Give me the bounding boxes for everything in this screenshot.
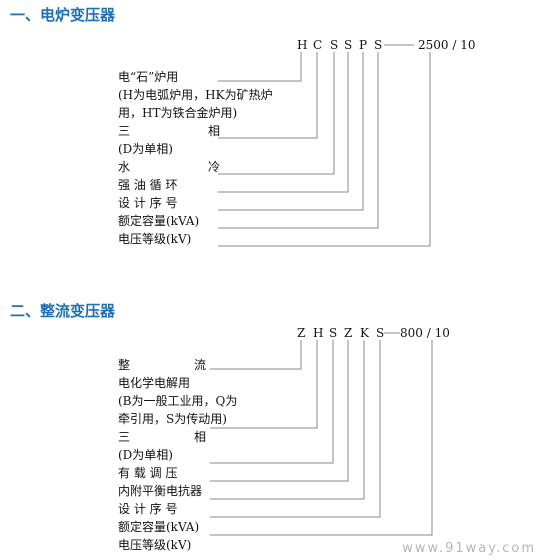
desc-item: 水冷 [118, 158, 220, 176]
connector-line [210, 340, 302, 370]
desc-item-left: 水 [118, 160, 131, 174]
desc-item-right: 流 [193, 358, 206, 372]
code-letter: S [330, 38, 339, 52]
desc-item: 用，HT为铁合金炉用) [118, 106, 238, 120]
desc-item-left: 三 [118, 124, 131, 138]
code-letter: S [329, 326, 338, 340]
desc-item: 三相 [118, 122, 220, 140]
desc-item-left: 三 [118, 430, 131, 444]
desc-item: 三相 [118, 428, 206, 446]
code-letter: P [359, 38, 368, 52]
watermark: www.91way.com [402, 541, 536, 556]
desc-item: 额定容量(kVA) [118, 214, 200, 228]
connector-line [218, 52, 302, 82]
desc-item: 有 载 调 压 [118, 466, 178, 480]
connector-line [210, 340, 365, 500]
code-letter: C [313, 38, 323, 52]
model-rating: 2500 / 10 [418, 38, 476, 52]
desc-item-right: 相 [193, 430, 206, 444]
desc-item: 设 计 序 号 [118, 196, 178, 210]
section2-title: 二、整流变压器 [10, 302, 116, 320]
connector-line [218, 52, 364, 211]
desc-item: 额定容量(kVA) [118, 520, 200, 534]
code-letter: H [297, 38, 308, 52]
connector-line [218, 52, 349, 193]
connector-line [210, 340, 334, 464]
desc-item-left: 整 [118, 358, 131, 372]
desc-item: 设 计 序 号 [118, 502, 178, 516]
code-letter: H [313, 326, 324, 340]
connector-line [218, 52, 379, 229]
desc-item: (D为单相) [118, 448, 173, 462]
connector-line [210, 340, 381, 518]
desc-item: 电化学电解用 [118, 376, 191, 390]
desc-item: (D为单相) [118, 142, 173, 156]
connector-line [210, 340, 318, 429]
code-letter: K [360, 326, 369, 340]
desc-item: 电压等级(kV) [118, 538, 192, 552]
model-rating: 800 / 10 [400, 326, 450, 340]
connector-line [218, 52, 431, 247]
connector-line [218, 52, 335, 175]
desc-item: 整流 [118, 356, 206, 374]
desc-item: 牵引用，S为传动用) [118, 412, 227, 426]
code-letter: S [374, 38, 383, 52]
section1-title: 一、电炉变压器 [10, 6, 116, 24]
desc-item: 强 油 循 环 [118, 178, 178, 192]
code-letter: Z [297, 326, 306, 340]
connector-line [218, 52, 318, 139]
desc-item: 电压等级(kV) [118, 232, 192, 246]
desc-item-right: 相 [207, 124, 220, 138]
code-letter: S [376, 326, 385, 340]
code-letter: Z [344, 326, 353, 340]
desc-item: 内附平衡电抗器 [118, 484, 203, 498]
desc-item-right: 冷 [207, 160, 220, 174]
code-letter: S [344, 38, 353, 52]
connector-line [210, 340, 433, 536]
desc-item: 电“石”炉用 [118, 70, 179, 84]
connector-line [210, 340, 349, 482]
